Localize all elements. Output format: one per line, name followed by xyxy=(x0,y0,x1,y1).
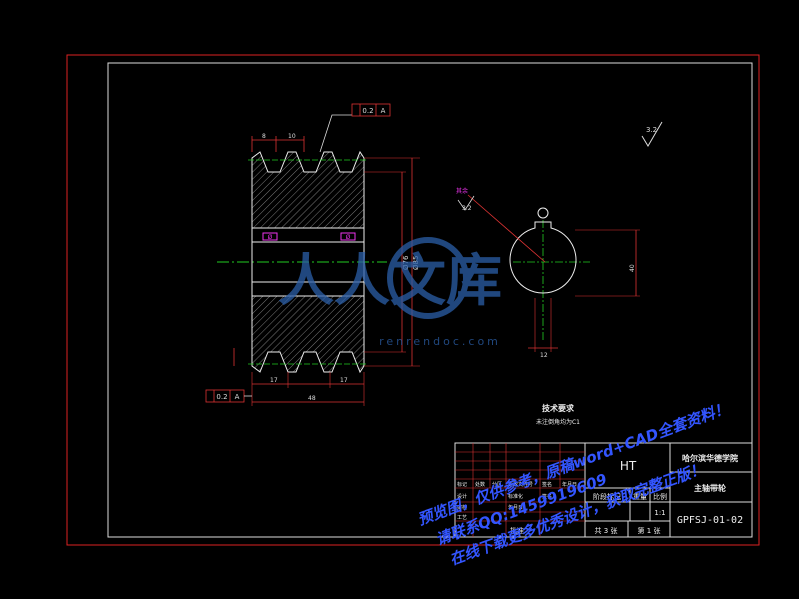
title-label-standard: 标准化 xyxy=(508,493,523,500)
title-label-mark: 标记 xyxy=(457,481,467,488)
title-part-name: 主轴带轮 xyxy=(694,483,726,493)
title-label-zone: 分区 xyxy=(492,481,502,488)
leader-label: 其余 xyxy=(456,187,468,195)
pulley-section-view: Ø Ø 8 10 0.2 A Ø85 Ø76 17 xyxy=(205,103,420,406)
bore-label-left: Ø xyxy=(268,234,273,241)
watermark-site: renrendoc.com xyxy=(379,335,501,348)
title-label-change-doc: 更改文件号 xyxy=(508,481,533,488)
tolerance-top-value: 0.2 xyxy=(362,107,373,115)
hub-end-view: 40 12 其余 3.2 xyxy=(456,187,640,359)
surface-finish-symbol: 3.2 xyxy=(641,121,663,147)
outer-frame xyxy=(66,54,760,546)
inner-frame xyxy=(107,62,753,538)
tolerance-bottom-value: 0.2 xyxy=(216,393,227,401)
title-institution: 哈尔滨华德学院 xyxy=(682,453,738,463)
title-label-design: 设计 xyxy=(457,493,467,500)
watermark: 人人文库 renrendoc.com xyxy=(278,237,502,348)
title-drawing-number: GPFSJ-01-02 xyxy=(677,515,743,526)
dim-groove-pitch-a: 8 xyxy=(262,133,266,140)
dim-keyway-height: 40 xyxy=(629,264,636,272)
dim-root-diameter: Ø76 xyxy=(402,255,410,270)
tech-req-line1: 未注倒角均为C1 xyxy=(536,418,580,426)
tolerance-top-datum: A xyxy=(381,107,386,115)
title-label-check: 审核 xyxy=(457,504,467,511)
title-block: 哈尔滨华德学院 主轴带轮 GPFSJ-01-02 HT 阶段标记 重量 比例 1… xyxy=(454,442,753,538)
title-scale-label: 比例 xyxy=(653,492,667,501)
dim-keyway-width: 12 xyxy=(540,352,548,359)
dim-width-a: 17 xyxy=(270,377,278,384)
tolerance-bottom-datum: A xyxy=(235,393,240,401)
dim-width-b: 17 xyxy=(340,377,348,384)
title-label-sign2: 签名 xyxy=(542,493,552,500)
title-approve: 批准 xyxy=(510,526,524,535)
bore-label-right: Ø xyxy=(346,234,351,241)
title-scale: 1:1 xyxy=(654,509,665,517)
title-weight-label: 重量 xyxy=(633,493,647,501)
watermark-logo-icon xyxy=(387,237,469,319)
title-sheet: 第 1 张 xyxy=(638,526,661,535)
dim-groove-pitch-b: 10 xyxy=(288,133,296,140)
surface-finish-value: 3.2 xyxy=(646,126,657,134)
tech-req-title: 技术要求 xyxy=(542,403,575,413)
title-label-count: 处数 xyxy=(475,481,485,488)
tolerance-frame-top xyxy=(351,103,391,117)
title-label-date2: 年月日 xyxy=(508,504,523,511)
dim-total-width: 48 xyxy=(308,395,316,402)
watermark-logo-text: 人人文库 xyxy=(278,249,502,314)
dim-outer-diameter: Ø85 xyxy=(412,256,420,270)
title-label-date: 年月日 xyxy=(562,481,577,488)
title-stage-label: 阶段标记 xyxy=(593,492,621,501)
title-material: HT xyxy=(620,459,637,473)
title-label-sign: 签名 xyxy=(542,481,552,488)
leader-value: 3.2 xyxy=(462,205,472,212)
title-total-sheets: 共 3 张 xyxy=(595,526,618,535)
title-label-process: 工艺 xyxy=(457,515,467,521)
